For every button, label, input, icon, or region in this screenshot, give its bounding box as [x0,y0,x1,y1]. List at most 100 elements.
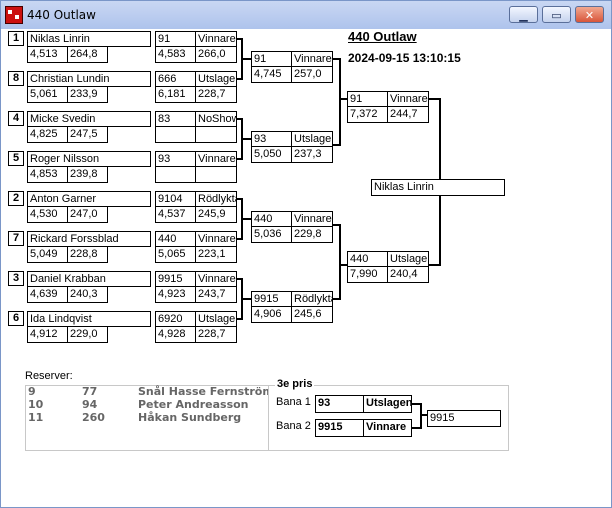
driver-time: 4,513 [27,46,68,63]
driver-speed: 264,8 [67,46,108,63]
heat-speed: 266,0 [195,46,237,63]
reserve-car: 260 [82,411,105,424]
heat-speed: 245,9 [195,206,237,223]
driver-name[interactable]: Niklas Linrin [27,31,151,47]
bracket-connector [237,318,243,320]
heat-speed: 245,6 [291,306,333,323]
heat-result: Vinnare [291,211,333,227]
driver-name[interactable]: Ida Lindqvist [27,311,151,327]
reserve-number: 9 [28,385,36,398]
driver-name[interactable]: Christian Lundin [27,71,151,87]
heat-time: 4,906 [251,306,292,323]
heat-speed: 243,7 [195,286,237,303]
heat-time: 7,372 [347,106,388,123]
car-number[interactable]: 6920 [155,311,196,327]
bracket-connector [333,224,341,226]
driver-name[interactable]: Rickard Forssblad [27,231,151,247]
car-number[interactable]: 440 [155,231,196,247]
car-number[interactable]: 440 [251,211,292,227]
car-number[interactable]: 83 [155,111,196,127]
driver-time: 4,912 [27,326,68,343]
car-number[interactable]: 91 [251,51,292,67]
reserves-label: Reserver: [23,370,75,382]
heat-speed: 229,8 [291,226,333,243]
reserve-name: Snål Hasse Fernström [138,385,274,398]
driver-time: 4,853 [27,166,68,183]
heat-speed [195,166,237,183]
reserve-name: Håkan Sundberg [138,411,242,424]
car-number[interactable]: 9104 [155,191,196,207]
heat-time: 4,923 [155,286,196,303]
seed-badge: 8 [8,71,24,86]
heat-speed: 228,7 [195,86,237,103]
driver-speed: 228,8 [67,246,108,263]
bracket-connector [237,78,243,80]
heat-result: Utslagen [195,71,237,87]
car-number[interactable]: 9915 [155,271,196,287]
bracket-connector [339,98,348,100]
bracket-connector [420,414,428,416]
bracket-connector [333,298,341,300]
driver-name[interactable]: Daniel Krabban [27,271,151,287]
driver-speed: 233,9 [67,86,108,103]
event-title: 440 Outlaw [348,29,417,44]
car-number[interactable]: 91 [155,31,196,47]
car-number[interactable]: 91 [347,91,388,107]
maximize-icon: ▭ [551,9,562,22]
heat-speed: 228,7 [195,326,237,343]
heat-speed [195,126,237,143]
third-place-winner[interactable]: 9915 [427,410,501,427]
driver-name[interactable]: Micke Svedin [27,111,151,127]
bracket-connector [241,298,251,300]
bracket-connector [333,58,341,60]
maximize-button[interactable]: ▭ [542,6,571,23]
bracket-connector [241,218,251,220]
minimize-icon: ▁ [519,9,528,22]
close-button[interactable]: ✕ [575,6,604,23]
bracket-connector [333,144,341,146]
car-number[interactable]: 93 [251,131,292,147]
seed-badge: 3 [8,271,24,286]
car-number[interactable]: 93 [155,151,196,167]
heat-time: 4,745 [251,66,292,83]
heat-speed: 237,3 [291,146,333,163]
heat-speed: 257,0 [291,66,333,83]
driver-name[interactable]: Anton Garner [27,191,151,207]
lane1-result: Utslagen [363,395,412,413]
heat-time: 6,181 [155,86,196,103]
lane2-result: Vinnare [363,419,412,437]
minimize-button[interactable]: ▁ [509,6,538,23]
driver-name[interactable]: Roger Nilsson [27,151,151,167]
heat-result: Utslagen [195,311,237,327]
heat-result: Rödlykta [195,191,237,207]
car-number[interactable]: 440 [347,251,388,267]
seed-badge: 1 [8,31,24,46]
bracket-connector [339,224,341,300]
heat-result: Vinnare [195,151,237,167]
event-datetime: 2024-09-15 13:10:15 [348,51,461,65]
driver-time: 4,825 [27,126,68,143]
driver-speed: 240,3 [67,286,108,303]
heat-time: 5,050 [251,146,292,163]
bracket-connector [429,264,441,266]
car-number[interactable]: 666 [155,71,196,87]
driver-speed: 239,8 [67,166,108,183]
lane2-car[interactable]: 9915 [315,419,364,437]
bracket-connector [439,98,441,180]
bracket-connector [241,58,251,60]
lane1-car[interactable]: 93 [315,395,364,413]
title-bar[interactable]: 440 Outlaw ▁ ▭ ✕ [1,1,611,29]
bracket-connector [237,158,243,160]
lane2-label: Bana 2 [276,420,311,432]
driver-time: 5,061 [27,86,68,103]
car-number[interactable]: 9915 [251,291,292,307]
heat-result: NoShow [195,111,237,127]
bracket-connector [339,264,348,266]
heat-time [155,126,196,143]
heat-result: Rödlykta [291,291,333,307]
bracket-connector [241,138,251,140]
driver-speed: 247,5 [67,126,108,143]
tournament-winner[interactable]: Niklas Linrin [371,179,505,196]
bracket-connector [237,38,243,40]
reserve-number: 11 [28,411,44,424]
